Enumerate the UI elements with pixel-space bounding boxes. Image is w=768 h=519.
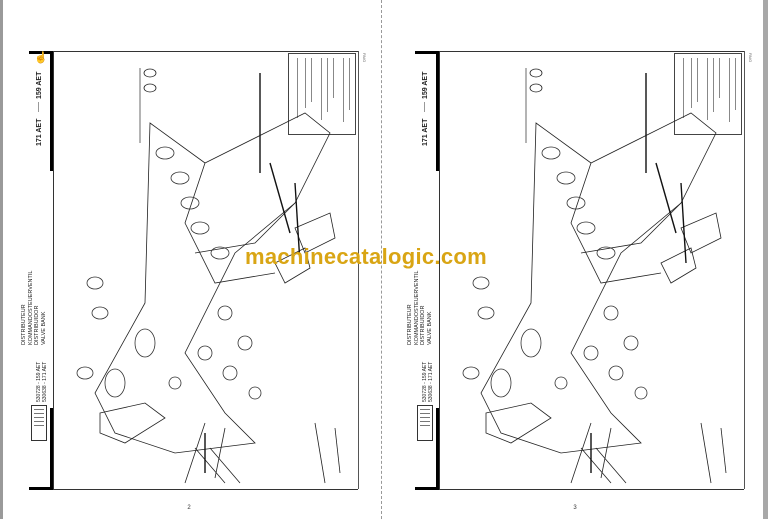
footer-bracket (29, 408, 53, 490)
model-label: 171 AET (36, 118, 43, 146)
viewer-scrollbar[interactable] (763, 0, 768, 519)
frame-line (415, 51, 744, 52)
part-references: 530728 - 159 AET 530638 - 171 AET (36, 362, 48, 402)
frame-line (439, 51, 440, 489)
title-en: VALVE BANK (40, 311, 47, 345)
viewer-left-edge (0, 0, 3, 519)
page-divider (381, 0, 382, 519)
page-number: 2 (187, 505, 191, 511)
corner-label: PA/G (362, 53, 367, 63)
frame-line (358, 51, 359, 489)
hand-pointer-icon: ☝ (34, 52, 48, 64)
frame-line (744, 51, 745, 489)
exploded-valve-diagram (76, 68, 341, 484)
note-box (288, 53, 356, 135)
page-title: DISTRIBUTEUR KOMMANDOSTEUERVENTIL DISTRI… (407, 271, 433, 345)
model-label: 171 AET (422, 118, 429, 146)
header-bracket (415, 51, 439, 171)
watermark: machinecatalogic.com (245, 244, 487, 269)
document-page: 159 AET 171 AET DISTRIBUTEUR KOMMANDOSTE… (386, 0, 764, 519)
title-en: VALVE BANK (426, 311, 433, 345)
separator (38, 102, 39, 112)
separator (424, 102, 425, 112)
legend-box (31, 405, 47, 441)
page-number: 3 (573, 505, 577, 511)
corner-label: PA/G (748, 53, 753, 63)
model-label: 159 AET (422, 71, 429, 99)
part-references: 530728 - 159 AET 530638 - 171 AET (422, 362, 434, 402)
frame-line (29, 51, 358, 52)
model-label: 159 AET (36, 71, 43, 99)
document-page: ☝ 159 AET 171 AET DISTRIBUTEUR KOMMANDOS… (0, 0, 378, 519)
footer-bracket (415, 408, 439, 490)
frame-line (415, 489, 744, 490)
frame-line (29, 489, 358, 490)
part-ref: 530638 - 171 AET (428, 361, 434, 402)
exploded-valve-diagram (462, 68, 727, 484)
page-title: DISTRIBUTEUR KOMMANDOSTEUERVENTIL DISTRI… (21, 271, 47, 345)
part-ref: 530638 - 171 AET (42, 361, 48, 402)
legend-box (417, 405, 433, 441)
note-box (674, 53, 742, 135)
header-bracket (29, 51, 53, 171)
frame-line (53, 51, 54, 489)
